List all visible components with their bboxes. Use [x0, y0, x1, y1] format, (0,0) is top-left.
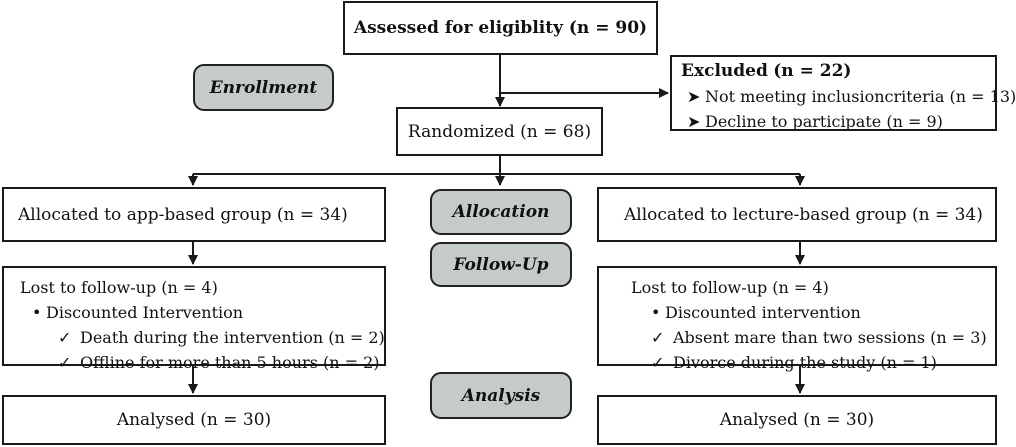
- app-reason-text: Offline for more than 5 hours (n = 2): [80, 353, 380, 372]
- excluded-reason-text: Not meeting inclusioncriteria (n = 13): [705, 87, 1016, 106]
- lecture-bullet-row: •Discounted intervention: [631, 300, 995, 325]
- arrowhead-icon: ➤: [687, 112, 701, 131]
- app-allocated-box: Allocated to app-based group (n = 34): [2, 187, 386, 242]
- app-analysed-box: Analysed (n = 30): [2, 395, 386, 445]
- assessed-box: Assessed for eligiblity (n = 90): [343, 1, 658, 55]
- excluded-count: (n = 22): [773, 61, 852, 81]
- lecture-allocated-box: Allocated to lecture-based group (n = 34…: [597, 187, 997, 242]
- arrowhead-icon: ➤: [687, 87, 701, 106]
- app-reason: ✓ Death during the intervention (n = 2): [20, 325, 385, 350]
- excluded-reason: ➤Decline to participate (n = 9): [681, 109, 995, 134]
- lecture-reason-text: Divorce during the study (n = 1): [673, 353, 937, 372]
- assessed-count: (n = 90): [568, 18, 648, 38]
- app-bullet-text: Discounted Intervention: [46, 303, 244, 322]
- randomized-box: Randomized (n = 68): [396, 107, 603, 156]
- lecture-reason: ✓ Absent mare than two sessions (n = 3): [631, 325, 995, 350]
- excluded-box: Excluded (n = 22) ➤Not meeting inclusion…: [670, 55, 1016, 134]
- stage-follow-up: Follow-Up: [430, 242, 572, 287]
- bullet-icon: •: [651, 303, 661, 322]
- stage-allocation: Allocation: [430, 189, 572, 235]
- app-analysed-label: Analysed (n = 30): [116, 410, 272, 430]
- lecture-analysed-box: Analysed (n = 30): [597, 395, 997, 445]
- excluded-reason-text: Decline to participate (n = 9): [705, 112, 943, 131]
- checkmark-icon: ✓: [651, 353, 665, 372]
- lecture-allocated-label: Allocated to lecture-based group (n = 34…: [624, 204, 983, 225]
- stage-enrollment-label: Enrollment: [209, 77, 318, 98]
- app-allocated-label: Allocated to app-based group (n = 34): [18, 204, 348, 225]
- checkmark-icon: ✓: [58, 328, 72, 347]
- stage-analysis-label: Analysis: [461, 385, 541, 406]
- checkmark-icon: ✓: [651, 328, 665, 347]
- app-bullet-row: •Discounted Intervention: [20, 300, 384, 325]
- app-reason: ✓ Offline for more than 5 hours (n = 2): [20, 350, 384, 375]
- excluded-title: Excluded: [681, 61, 768, 81]
- lecture-lost-box: Lost to follow-up (n = 4) •Discounted in…: [597, 266, 997, 372]
- stage-follow-up-label: Follow-Up: [453, 254, 549, 275]
- stage-allocation-label: Allocation: [452, 202, 550, 222]
- randomized-label: Randomized (n = 68): [407, 121, 592, 142]
- lecture-reason-text: Absent mare than two sessions (n = 3): [673, 328, 987, 347]
- checkmark-icon: ✓: [58, 353, 72, 372]
- lecture-analysed-label: Analysed (n = 30): [719, 410, 875, 430]
- stage-enrollment: Enrollment: [193, 64, 334, 111]
- lecture-reason: ✓ Divorce during the study (n = 1): [631, 350, 995, 375]
- app-lost-label: Lost to follow-up (n = 4): [20, 278, 218, 297]
- bullet-icon: •: [32, 303, 42, 322]
- app-lost-box: Lost to follow-up (n = 4) •Discounted In…: [2, 266, 386, 372]
- lecture-bullet-text: Discounted intervention: [665, 303, 861, 322]
- lecture-lost-label: Lost to follow-up (n = 4): [631, 278, 829, 297]
- excluded-reason: ➤Not meeting inclusioncriteria (n = 13): [681, 84, 1016, 109]
- stage-analysis: Analysis: [430, 372, 572, 419]
- app-reason-text: Death during the intervention (n = 2): [80, 328, 385, 347]
- assessed-label: Assessed for eligiblity: [353, 18, 563, 38]
